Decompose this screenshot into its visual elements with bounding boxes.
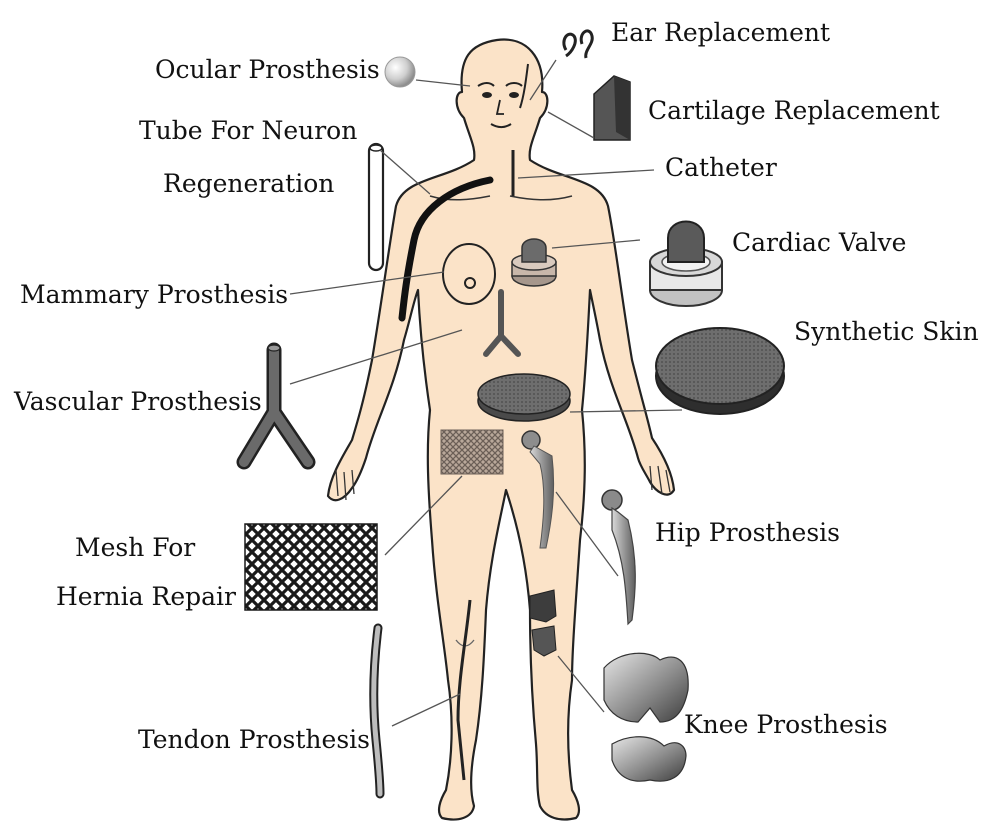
label-tube-neuron-1: Tube For Neuron [139,116,357,145]
label-tendon-prosthesis: Tendon Prosthesis [138,725,370,754]
label-mesh-1: Mesh For [75,533,195,562]
knee-prosthesis-device [604,653,688,781]
label-synthetic-skin: Synthetic Skin [794,317,979,346]
label-vascular-prosthesis: Vascular Prosthesis [13,387,262,416]
cardiac-valve-device [650,222,722,307]
leader-cartilage [548,112,594,138]
right-eye [509,92,519,98]
label-knee-prosthesis: Knee Prosthesis [684,710,888,739]
label-ocular-prosthesis: Ocular Prosthesis [155,55,380,84]
label-mesh-2: Hernia Repair [56,582,236,611]
hip-prosthesis-device [602,490,635,624]
label-catheter: Catheter [665,153,777,182]
label-tube-neuron-2: Regeneration [163,169,334,198]
left-eye [482,92,492,98]
neuron-tube-device [369,144,383,270]
leader-tendon [392,694,460,726]
cartilage-block [594,76,630,140]
leader-neuron [380,150,430,194]
mammary-implant [443,244,495,304]
label-cartilage-replacement: Cartilage Replacement [648,96,940,125]
mesh-implant [441,430,503,474]
hernia-mesh-device [245,524,377,610]
synthetic-skin-device [656,328,784,414]
label-cardiac-valve: Cardiac Valve [732,228,906,257]
label-mammary-prosthesis: Mammary Prosthesis [20,280,288,309]
skin-disc-implant [478,374,570,421]
label-ear-replacement: Ear Replacement [611,18,830,47]
label-hip-prosthesis: Hip Prosthesis [655,518,840,547]
ear-device [564,31,592,58]
ocular-sphere [385,57,415,87]
